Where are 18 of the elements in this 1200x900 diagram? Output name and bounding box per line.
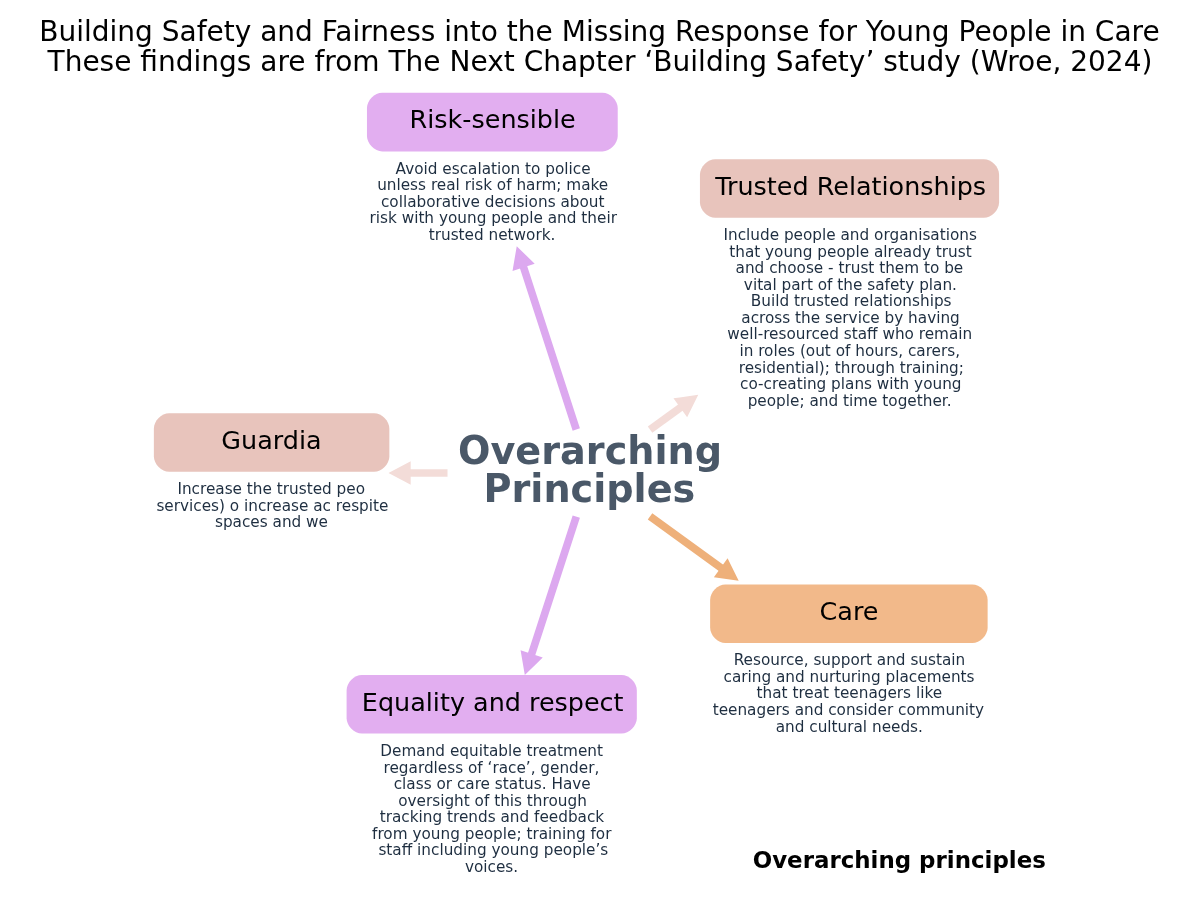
arrow [520, 515, 580, 676]
arrow [512, 246, 580, 431]
label: Overarching principles [752, 847, 1046, 874]
node-box: Care [710, 584, 988, 643]
arrow [647, 513, 739, 581]
node-box: Trusted Relationships [699, 159, 1000, 218]
node-box: Risk-sensible [366, 92, 618, 152]
node-label: Include people and organisations that young people already trust and choose - trust them to be vital part of the safety plan. Build trusted relationships across the service by having well-resourced staff who remain in roles (out of hours, carers, residential); through training; co-creating plans with young people; and time together. [723, 226, 977, 410]
node-text: Overarching Principles [458, 429, 723, 512]
arrow [647, 394, 699, 433]
diagram-title: Building Safety and Fairness into the Missing Response for Young People in Care [39, 14, 1160, 48]
node-label: Increase the trusted peo services) o increase ac respite spaces and we [156, 480, 389, 532]
node-label: Avoid escalation to police unless real risk of harm; make collaborative decisions about risk with young people and their trusted network. [369, 159, 617, 244]
arrow [388, 461, 448, 485]
node-box: Equality and respect [346, 675, 637, 734]
node-label: Demand equitable treatment regardless of ‘race’, gender, class or care status. Have oversight of this through tracking trends and feedback from young people; training for staff including young people’s voices. [372, 741, 612, 876]
node-label: Resource, support and sustain caring and nurturing placements that treat teenagers like teenagers and consider community and cultural needs. [712, 651, 985, 736]
node-box: Guardia [153, 413, 390, 472]
